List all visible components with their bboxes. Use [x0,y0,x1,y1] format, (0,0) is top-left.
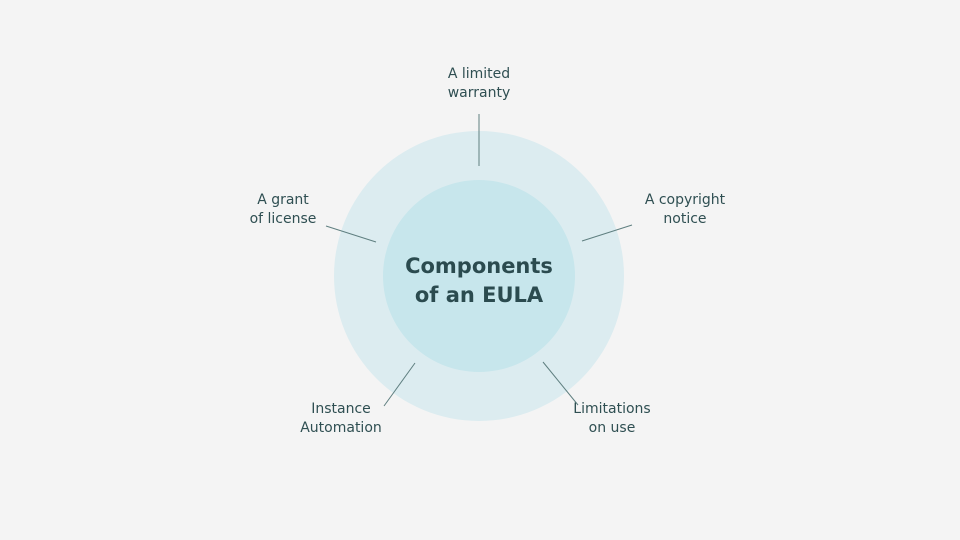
component-label-line1: A copyright [644,192,726,208]
component-limitations-on-use: Limitations on use [552,400,672,438]
component-label-line1: A grant [257,192,309,208]
component-label-line2: warranty [447,85,511,101]
component-label-line2: Automation [300,420,382,436]
component-instance-automation: Instance Automation [281,400,401,438]
component-label-line2: notice [663,211,707,227]
inner-circle [383,180,575,372]
component-limited-warranty: A limited warranty [419,65,539,103]
connector-instance [383,362,416,407]
connector-limitations [542,361,579,406]
connector-license [325,225,377,243]
center-title-line2: of an EULA [414,283,544,307]
connector-copyright [581,224,633,242]
component-label-line2: of license [249,211,317,227]
component-label-line1: A limited [447,66,511,82]
component-label-line2: on use [588,420,636,436]
component-copyright-notice: A copyright notice [625,191,745,229]
center-title-line1: Components [405,254,553,278]
component-grant-of-license: A grant of license [223,191,343,229]
component-label-line1: Instance [311,401,371,417]
component-label-line1: Limitations [573,401,651,417]
center-title: Components of an EULA [384,252,574,310]
